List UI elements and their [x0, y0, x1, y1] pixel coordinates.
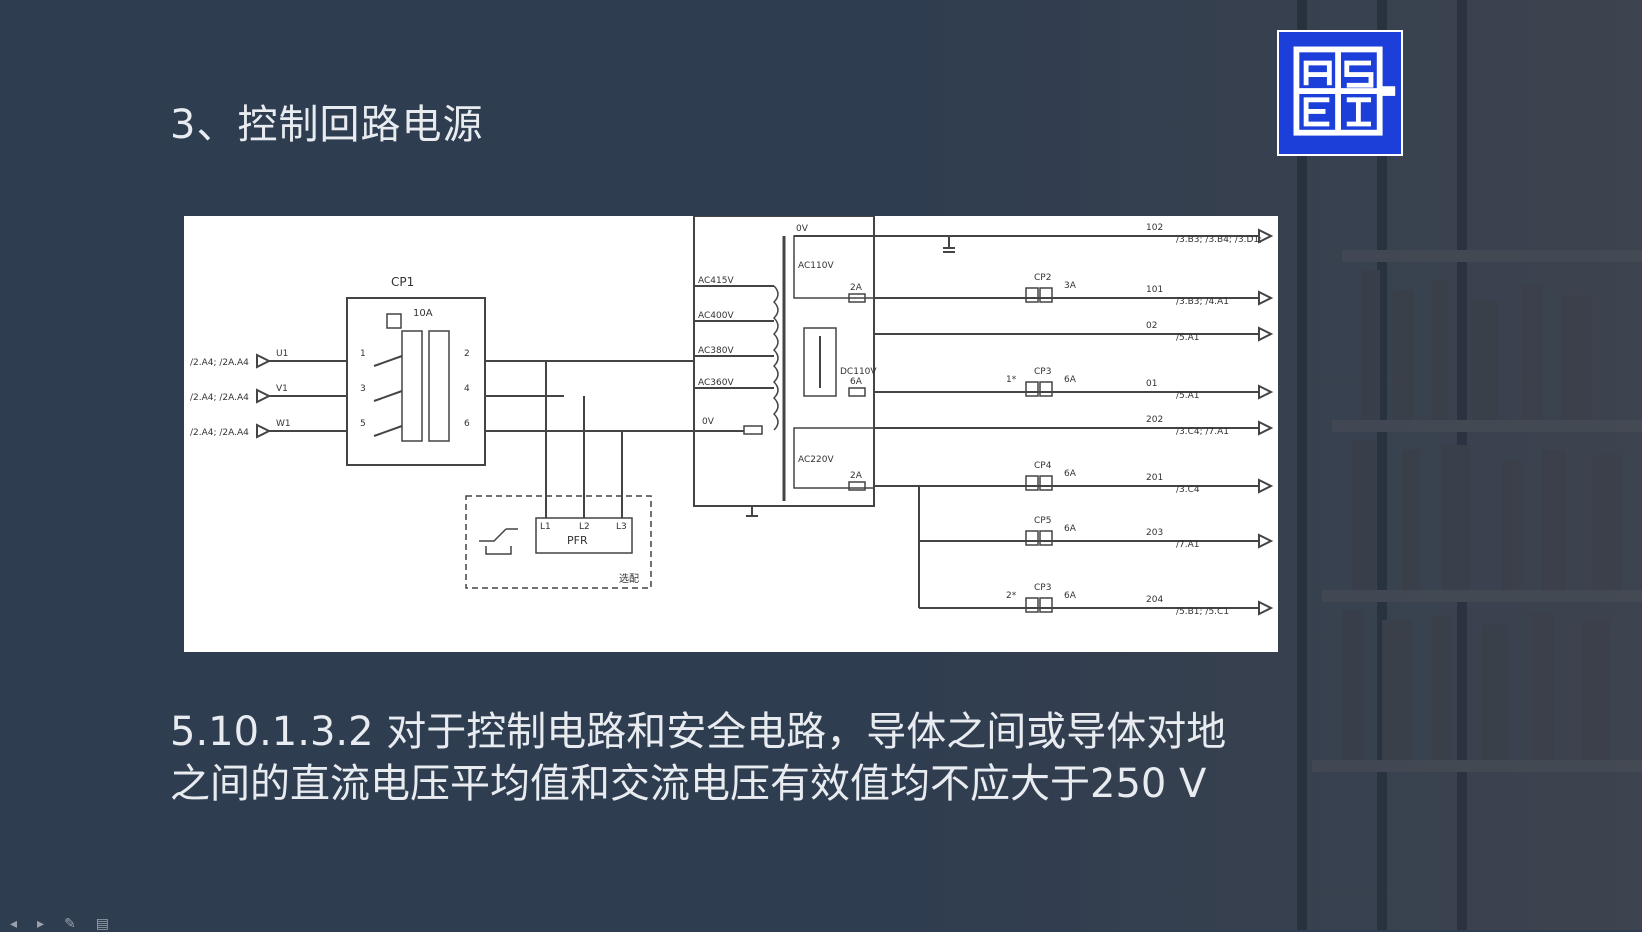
secondary-dc110v: DC110V [840, 367, 877, 377]
output-wire-101: 101 [1146, 285, 1163, 295]
output-ref-102: /3.B3; /3.B4; /3.D1; [1176, 235, 1262, 245]
output-wire-02: 02 [1146, 321, 1157, 331]
breaker-cp3-1: CP3 [1034, 367, 1051, 377]
cp1-label: CP1 [391, 275, 414, 289]
input-phase-w1: W1 [276, 419, 291, 429]
breaker-cp3-2-rating: 6A [1064, 591, 1077, 601]
output-ref-101: /3.B3; /4.A1 [1176, 297, 1229, 307]
output-ref-02: /5.A1 [1176, 333, 1200, 343]
breaker-cp4: CP4 [1034, 461, 1052, 471]
secondary-ac110v: AC110V [798, 261, 834, 271]
cp1-terminal-2: 2 [464, 349, 470, 359]
pfr-relay-box [535, 517, 633, 554]
tap-ac400v: AC400V [698, 311, 734, 321]
output-wire-201: 201 [1146, 473, 1163, 483]
pfr-l2: L2 [579, 522, 590, 532]
breaker-cp3-2-mark: 2* [1006, 591, 1017, 601]
breaker-cp5: CP5 [1034, 516, 1051, 526]
asei-logo-icon [1277, 30, 1403, 156]
input-ref-u1: /2.A4; /2A.A4 [190, 358, 249, 368]
breaker-cp3-1-rating: 6A [1064, 375, 1077, 385]
breaker-cp3-2: CP3 [1034, 583, 1051, 593]
input-ref-w1: /2.A4; /2A.A4 [190, 428, 249, 438]
slide-title: 3、控制回路电源 [170, 102, 484, 148]
cp1-breaker-box [346, 297, 486, 466]
next-icon[interactable]: ▸ [37, 916, 45, 932]
tap-ac360v: AC360V [698, 378, 734, 388]
fuse-2a-ac110: 2A [850, 283, 863, 293]
previous-icon[interactable]: ◂ [10, 916, 18, 932]
output-wire-204: 204 [1146, 595, 1163, 605]
output-ref-203: /7.A1 [1176, 540, 1200, 550]
cp1-rating: 10A [413, 308, 433, 319]
cp1-terminal-3: 3 [360, 384, 366, 394]
cp1-terminal-5: 5 [360, 419, 366, 429]
pfr-l3: L3 [616, 522, 627, 532]
secondary-0v: 0V [796, 224, 809, 234]
body-line-2: 之间的直流电压平均值和交流电压有效值均不应大于250 V [170, 761, 1207, 807]
breaker-cp2: CP2 [1034, 273, 1051, 283]
cp1-terminal-6: 6 [464, 419, 470, 429]
input-phase-u1: U1 [276, 349, 288, 359]
pfr-l1: L1 [540, 522, 551, 532]
tap-0v: 0V [702, 417, 715, 427]
cp1-terminal-1: 1 [360, 349, 366, 359]
cp1-terminal-4: 4 [464, 384, 470, 394]
breaker-cp2-rating: 3A [1064, 281, 1077, 291]
output-ref-201: /3.C4 [1176, 485, 1200, 495]
body-line-1: 5.10.1.3.2 对于控制电路和安全电路，导体之间或导体对地 [170, 709, 1227, 755]
breaker-cp5-rating: 6A [1064, 524, 1077, 534]
input-phase-v1: V1 [276, 384, 288, 394]
output-wire-202: 202 [1146, 415, 1163, 425]
output-ref-204: /5.B1; /5.C1 [1176, 607, 1229, 617]
slide-body-text: 5.10.1.3.2 对于控制电路和安全电路，导体之间或导体对地 之间的直流电压… [170, 706, 1320, 810]
menu-icon[interactable]: ▤ [95, 916, 110, 932]
tap-ac415v: AC415V [698, 276, 734, 286]
pfr-optional-note: 选配 [619, 572, 639, 585]
breaker-cp3-1-mark: 1* [1006, 375, 1017, 385]
breaker-cp4-rating: 6A [1064, 469, 1077, 479]
input-ref-v1: /2.A4; /2A.A4 [190, 393, 249, 403]
pfr-optional-box [465, 495, 652, 589]
pfr-label: PFR [567, 534, 588, 547]
tap-ac380v: AC380V [698, 346, 734, 356]
bookshelf-background-image [1297, 0, 1642, 930]
fuse-2a-ac220: 2A [850, 471, 863, 481]
pen-icon[interactable]: ✎ [64, 916, 76, 932]
fuse-6a-dc110: 6A [850, 377, 863, 387]
output-wire-01: 01 [1146, 379, 1157, 389]
output-wire-203: 203 [1146, 528, 1163, 538]
secondary-ac220v: AC220V [798, 455, 834, 465]
output-wire-102: 102 [1146, 223, 1163, 233]
output-ref-202: /3.C4; /7.A1 [1176, 427, 1229, 437]
presentation-controls: ◂ ▸ ✎ ▤ [10, 916, 110, 932]
control-circuit-diagram: CP1 10A 1 3 5 2 4 6 /2.A4; /2A.A4 U1 /2.… [184, 216, 1278, 652]
output-ref-01: /5.A1 [1176, 391, 1200, 401]
